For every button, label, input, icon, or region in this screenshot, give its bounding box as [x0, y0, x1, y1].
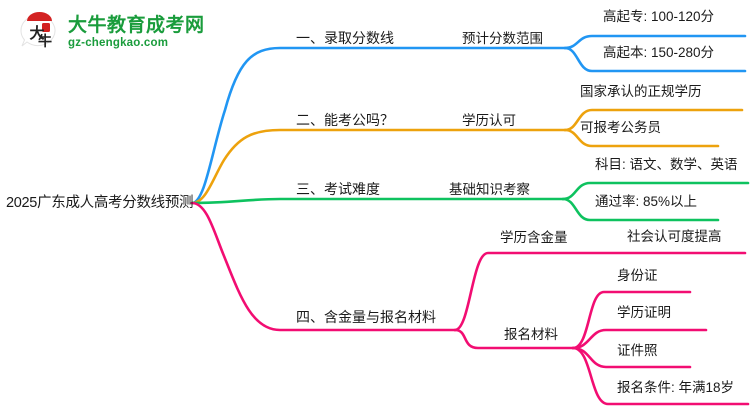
- branch-4-child-1-leaf-1-label[interactable]: 社会认可度提高: [627, 229, 722, 244]
- logo-site-name: 大牛教育成考网: [68, 15, 205, 37]
- branch-4-child-2-leaf-1-label[interactable]: 身份证: [617, 268, 658, 283]
- branch-4-child-1-label[interactable]: 学历含金量: [500, 230, 568, 245]
- branch-2-label[interactable]: 二、能考公吗？: [296, 112, 394, 128]
- branch-connector-3: [190, 181, 750, 222]
- branch-connector-4: [190, 201, 750, 406]
- logo-text: 大牛教育成考网 gz-chengkao.com: [68, 16, 205, 50]
- branch-3-leaf-2-label[interactable]: 通过率: 85%以上: [595, 194, 698, 209]
- branch-1-child-1-label[interactable]: 预计分数范围: [462, 31, 543, 46]
- svg-text:大: 大: [29, 24, 44, 42]
- logo-mark-icon: 大 牛: [18, 12, 60, 54]
- branch-1-leaf-2-label[interactable]: 高起本: 150-280分: [603, 45, 715, 60]
- branch-connector-1: [190, 34, 747, 205]
- site-logo: 大 牛 大牛教育成考网 gz-chengkao.com: [18, 8, 228, 58]
- branch-2-leaf-2-label[interactable]: 可报考公务员: [580, 120, 661, 135]
- root-node-label[interactable]: 2025广东成人高考分数线预测: [6, 195, 194, 211]
- branch-1-label[interactable]: 一、录取分数线: [296, 30, 394, 46]
- branch-connector-2: [190, 108, 744, 205]
- branch-4-child-2-leaf-4-label[interactable]: 报名条件: 年满18岁: [617, 380, 735, 395]
- branch-4-label[interactable]: 四、含金量与报名材料: [296, 309, 436, 325]
- branch-3-child-1-label[interactable]: 基础知识考察: [449, 182, 530, 197]
- branch-4-child-2-leaf-3-label[interactable]: 证件照: [617, 343, 658, 358]
- branch-1-leaf-1-label[interactable]: 高起专: 100-120分: [603, 9, 715, 24]
- branch-2-child-1-label[interactable]: 学历认可: [462, 113, 516, 128]
- branch-3-label[interactable]: 三、考试难度: [296, 181, 380, 197]
- branch-4-child-2-label[interactable]: 报名材料: [504, 327, 558, 342]
- branch-2-leaf-1-label[interactable]: 国家承认的正规学历: [580, 84, 702, 99]
- branch-4-child-2-leaf-2-label[interactable]: 学历证明: [617, 305, 671, 320]
- logo-site-url: gz-chengkao.com: [68, 37, 169, 50]
- svg-text:牛: 牛: [38, 33, 52, 49]
- branch-3-leaf-1-label[interactable]: 科目: 语文、数学、英语: [595, 157, 738, 172]
